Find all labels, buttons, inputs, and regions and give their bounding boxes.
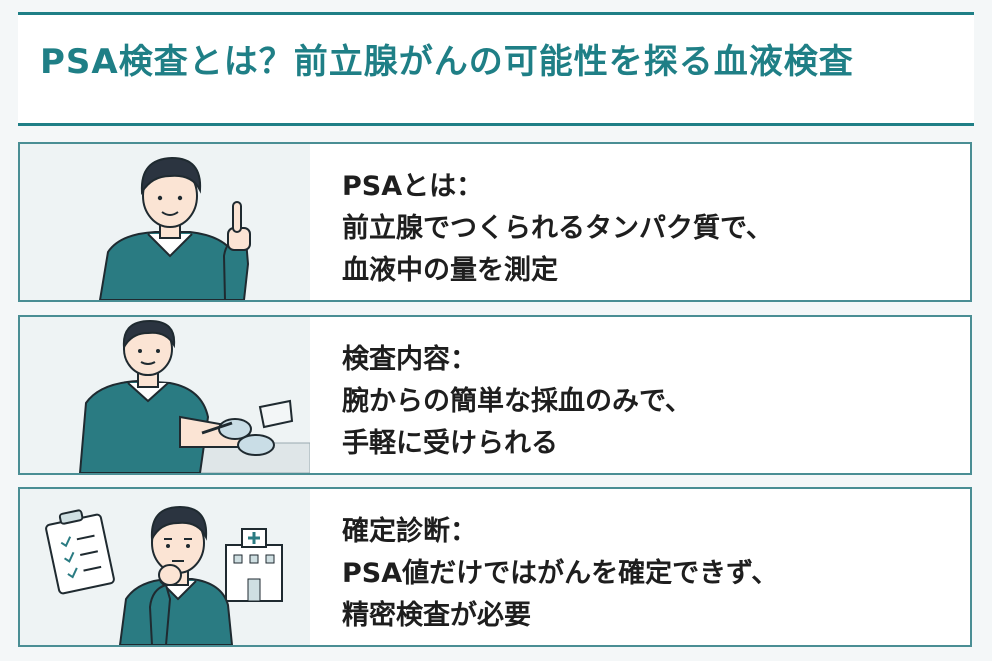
card-line: 手軽に受けられる <box>342 428 558 459</box>
blood-draw-icon <box>20 317 310 473</box>
info-card-test: 検査内容： 腕からの簡単な採血のみで、 手軽に受けられる <box>18 315 972 475</box>
card-heading: PSAとは： <box>342 171 484 202</box>
card-heading: 検査内容： <box>342 344 477 375</box>
card-text: 確定診断： PSA値だけではがんを確定できず、 精密検査が必要 <box>342 511 952 637</box>
card-line: 前立腺でつくられるタンパク質で、 <box>342 213 773 244</box>
thinking-man-icon <box>20 489 310 645</box>
card-heading: 確定診断： <box>342 516 477 547</box>
card-line: 腕からの簡単な採血のみで、 <box>342 386 692 417</box>
info-card-psa: PSAとは： 前立腺でつくられるタンパク質で、 血液中の量を測定 <box>18 142 972 302</box>
man-pointing-icon <box>20 144 310 300</box>
card-line: PSA値だけではがんを確定できず、 <box>342 558 779 589</box>
hospital-icon <box>225 528 283 602</box>
info-card-diagnosis: 確定診断： PSA値だけではがんを確定できず、 精密検査が必要 <box>18 487 972 647</box>
title-bottom-rule <box>18 123 974 126</box>
card-line: 血液中の量を測定 <box>342 255 558 286</box>
clipboard-icon <box>45 509 115 595</box>
page-title: PSA検査とは？前立腺がんの可能性を探る血液検査 <box>40 42 854 82</box>
title-top-rule <box>18 12 974 15</box>
card-text: PSAとは： 前立腺でつくられるタンパク質で、 血液中の量を測定 <box>342 166 952 292</box>
card-line: 精密検査が必要 <box>342 600 531 631</box>
card-text: 検査内容： 腕からの簡単な採血のみで、 手軽に受けられる <box>342 339 952 465</box>
title-band <box>18 15 974 123</box>
